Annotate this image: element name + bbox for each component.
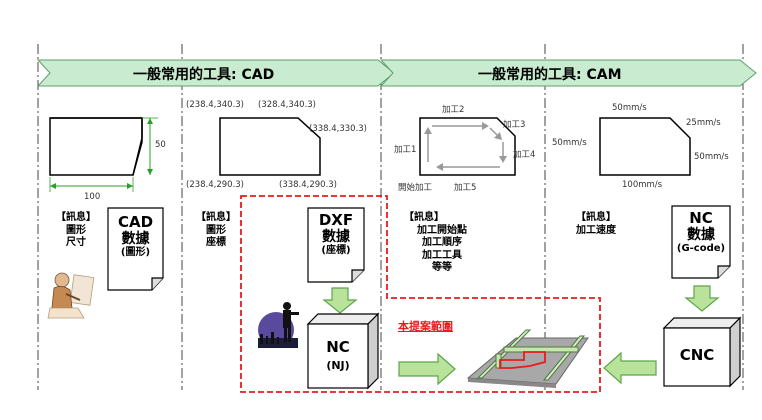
nc-doc-line3: (G-code) — [676, 243, 726, 255]
dxf-info-block: 【訊息】 圖形 座標 — [180, 212, 252, 250]
arrow-down-dxf-to-nc — [322, 287, 358, 314]
dxf-info-line: 座標 — [206, 237, 226, 248]
cnc-box-shape — [663, 327, 731, 387]
dxf-info-line: 圖形 — [206, 224, 226, 236]
cad-info-line: 尺寸 — [66, 237, 86, 248]
dxf-coord-bottom-right: (338.4,290.3) — [279, 180, 338, 190]
nc-box-shape — [307, 323, 369, 389]
path-info-line: 加工開始點 — [417, 224, 467, 236]
path-info-line: 加工順序 — [422, 237, 462, 248]
worker-icon — [258, 302, 299, 348]
proposal-title: 本提案範圍 — [398, 320, 453, 333]
banner-cam — [379, 59, 757, 87]
speed-info-line: 加工速度 — [576, 224, 616, 236]
dxf-doc-line2: 數據 — [322, 229, 350, 246]
path-info-line: 加工工具 — [422, 249, 462, 261]
cad-height-label: 50 — [155, 140, 166, 150]
path-label-3: 加工3 — [503, 120, 526, 130]
cad-shape — [49, 117, 158, 192]
path-label-1: 加工1 — [394, 145, 417, 155]
cad-width-label: 100 — [84, 192, 101, 202]
arrow-down-nc-to-cnc — [684, 285, 720, 312]
path-shape — [419, 117, 516, 176]
dxf-doc-text: DXF 數據 (座標) — [308, 211, 364, 257]
cad-info-block: 【訊息】 圖形 尺寸 — [40, 212, 112, 250]
speed-shape — [599, 117, 691, 176]
banner-cad-label: 一般常用的工具: CAD — [133, 67, 275, 83]
path-info-line: 等等 — [432, 262, 452, 273]
nc-doc-line1: NC — [689, 209, 713, 227]
speed-right-label: 50mm/s — [694, 152, 729, 162]
cad-doc-text: CAD 數據 (圖形) — [108, 213, 163, 259]
path-label-start: 開始加工 — [398, 183, 433, 193]
banner-arrows — [36, 59, 757, 87]
dxf-coord-top-right: (328.4,340.3) — [258, 100, 317, 110]
speed-chamfer-label: 25mm/s — [686, 118, 721, 128]
cad-info-line: 圖形 — [66, 224, 86, 236]
dxf-doc-line1: DXF — [318, 211, 354, 229]
arrow-right-nc-to-table — [398, 352, 456, 386]
arrow-left-cnc-to-table — [603, 351, 657, 385]
speed-bottom-label: 100mm/s — [622, 180, 663, 190]
nc-doc-text: NC 數據 (G-code) — [672, 209, 730, 255]
speed-info-block: 【訊息】 加工速度 — [560, 212, 632, 237]
dxf-info-title: 【訊息】 — [196, 212, 236, 223]
dxf-shape — [219, 117, 321, 176]
document-shapes — [107, 205, 731, 291]
cad-doc-line1: CAD — [117, 213, 154, 231]
speed-top-label: 50mm/s — [612, 103, 647, 113]
nc-box-line2: (NJ) — [326, 359, 350, 372]
cad-doc-line2: 數據 — [121, 231, 150, 248]
nc-box-line1: NC — [326, 338, 350, 356]
dxf-coord-bottom-left: (238.4,290.3) — [186, 180, 245, 190]
cad-doc-line3: (圖形) — [120, 247, 151, 259]
cad-info-title: 【訊息】 — [56, 212, 96, 223]
banner-cam-label: 一般常用的工具: CAM — [478, 67, 622, 83]
banner-cad — [36, 59, 395, 87]
path-label-4: 加工4 — [513, 150, 536, 160]
dxf-coord-chamfer: (338.4,330.3) — [309, 124, 368, 134]
cnc-box-text: CNC — [679, 346, 715, 364]
path-label-2: 加工2 — [442, 105, 465, 115]
path-label-5: 加工5 — [454, 183, 477, 193]
person-reading-icon — [47, 272, 95, 319]
nc-doc-line2: 數據 — [687, 227, 715, 244]
speed-info-title: 【訊息】 — [576, 212, 616, 223]
dxf-coord-top-left: (238.4,340.3) — [186, 100, 245, 110]
speed-left-label: 50mm/s — [552, 138, 587, 148]
dxf-doc-line3: (座標) — [321, 245, 351, 257]
path-info-block: 【訊息】 加工開始點 加工順序 加工工具 等等 — [392, 212, 492, 275]
nc-box-text: NC (NJ) — [308, 338, 368, 372]
path-info-title: 【訊息】 — [404, 212, 444, 223]
